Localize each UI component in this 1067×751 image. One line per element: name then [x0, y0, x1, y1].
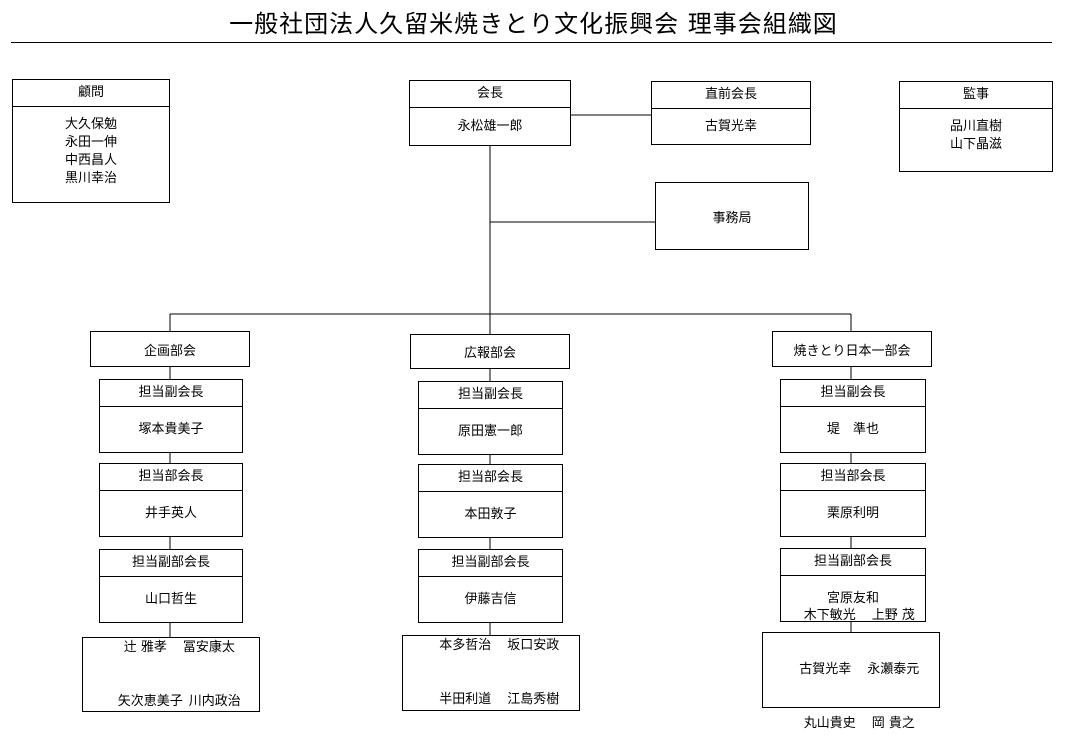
department-name: 企画部会: [143, 343, 196, 359]
member-name: 上野 茂: [871, 608, 915, 623]
member-name: 川内政治: [188, 693, 241, 709]
auditors-box: 監事 品川直樹 山下晶滋: [899, 81, 1053, 172]
role-person: 井手英人: [144, 506, 197, 521]
member-name: 古賀光幸: [799, 662, 852, 677]
secretariat-label: 事務局: [712, 210, 752, 226]
former-president-label: 直前会長: [652, 82, 810, 109]
page-title: 一般社団法人久留米焼きとり文化振興会 理事会組織図: [229, 10, 838, 38]
advisors-box: 顧問 大久保勉 永田一伸 中西昌人 黒川幸治: [12, 79, 170, 203]
auditors-names: 品川直樹 山下晶滋: [900, 109, 1052, 154]
auditors-label: 監事: [900, 82, 1052, 109]
role-person: 原田憲一郎: [457, 424, 523, 439]
members-box: 木下敏光上野 茂 古賀光幸永瀬泰元 丸山貴史岡 貴之: [762, 608, 940, 731]
role-title: 担当副会長: [419, 382, 562, 409]
member-name: 江島秀樹: [507, 692, 560, 707]
role-box: 担当副会長 塚本貴美子: [99, 379, 243, 453]
member-name: 岡 貴之: [871, 716, 915, 731]
member-name: 本多哲治: [439, 638, 492, 653]
member-name: 矢次恵美子: [117, 693, 183, 709]
member-name: 丸山貴史: [803, 716, 856, 731]
former-president-box: 直前会長 古賀光幸: [651, 81, 811, 145]
member-row: 木下敏光上野 茂: [787, 589, 915, 643]
role-person: 本田敦子: [464, 507, 517, 522]
member-row: 本多哲治坂口安政: [423, 619, 560, 673]
member-name: 木下敏光: [803, 608, 856, 623]
member-row: 丸山貴史岡 貴之: [787, 697, 915, 751]
member-name: 辻 雅孝: [123, 639, 167, 655]
advisor-name: 永田一伸: [64, 135, 117, 150]
auditor-name: 品川直樹: [949, 119, 1002, 134]
role-title: 担当副会長: [100, 380, 242, 407]
member-name: 冨安康太: [182, 639, 235, 655]
advisor-name: 大久保勉: [64, 117, 117, 132]
role-person: 栗原利明: [826, 506, 879, 521]
role-box: 担当副部会長 宮原友和: [780, 548, 926, 622]
role-person: 堤 準也: [826, 422, 879, 437]
members-box: 本多哲治坂口安政 半田利道江島秀樹: [402, 635, 580, 711]
secretariat-box: 事務局: [655, 182, 809, 250]
member-name: 半田利道: [439, 692, 492, 707]
advisor-name: 中西昌人: [64, 153, 117, 168]
role-box: 担当副部会長 伊藤吉信: [418, 549, 563, 623]
president-box: 会長 永松雄一郎: [409, 80, 571, 146]
role-title: 担当部会長: [419, 465, 562, 492]
department-name: 広報部会: [463, 346, 516, 361]
role-box: 担当部会長 栗原利明: [780, 463, 926, 537]
president-label: 会長: [410, 81, 570, 108]
department-name: 焼きとり日本一部会: [793, 343, 911, 359]
member-name: 坂口安政: [507, 638, 560, 653]
role-title: 担当部会長: [781, 464, 925, 491]
role-title: 担当副会長: [781, 380, 925, 407]
department-box: 焼きとり日本一部会: [772, 331, 932, 367]
title-underline: [11, 42, 1052, 43]
role-person: 山口哲生: [144, 592, 197, 607]
advisor-name: 黒川幸治: [64, 171, 117, 186]
role-title: 担当部会長: [100, 464, 242, 491]
role-box: 担当副会長 原田憲一郎: [418, 381, 563, 455]
advisors-names: 大久保勉 永田一伸 中西昌人 黒川幸治: [13, 107, 169, 188]
auditor-name: 山下晶滋: [949, 137, 1002, 152]
department-box: 広報部会: [410, 334, 570, 369]
members-box: 辻 雅孝冨安康太 矢次恵美子川内政治: [82, 637, 260, 712]
former-president-name: 古賀光幸: [704, 119, 757, 134]
role-box: 担当部会長 井手英人: [99, 463, 243, 537]
role-box: 担当部会長 本田敦子: [418, 464, 563, 538]
role-title: 担当副部会長: [100, 550, 242, 577]
president-name: 永松雄一郎: [457, 119, 523, 134]
role-box: 担当副会長 堤 準也: [780, 379, 926, 453]
role-title: 担当副部会長: [419, 550, 562, 577]
role-person: 宮原友和: [826, 591, 879, 606]
role-person: 伊藤吉信: [464, 592, 517, 607]
member-row: 辻 雅孝冨安康太: [107, 621, 235, 675]
member-name: 永瀬泰元: [867, 662, 920, 677]
role-person: 塚本貴美子: [138, 422, 204, 437]
advisors-label: 顧問: [13, 80, 169, 107]
department-box: 企画部会: [90, 331, 250, 367]
role-box: 担当副部会長 山口哲生: [99, 549, 243, 623]
member-row: 矢次恵美子川内政治: [101, 675, 241, 729]
member-row: 古賀光幸永瀬泰元: [783, 643, 920, 697]
member-row: 半田利道江島秀樹: [423, 673, 560, 727]
role-title: 担当副部会長: [781, 549, 925, 576]
